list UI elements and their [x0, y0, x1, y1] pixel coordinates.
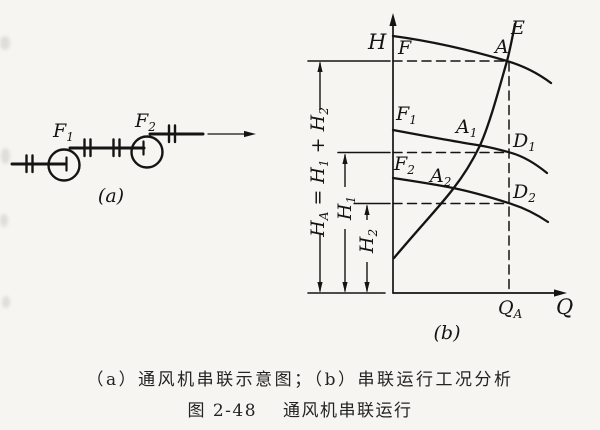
dim-arrow-icon	[364, 282, 370, 293]
dim-arrow-icon	[342, 153, 348, 164]
dim-arrow-icon	[317, 61, 323, 72]
point-d1-label: D1	[512, 130, 536, 154]
curve-combined	[391, 34, 553, 85]
qa-label: QA	[498, 297, 523, 321]
label-mask	[356, 220, 376, 262]
curve-system	[392, 22, 517, 260]
point-a2-label: A2	[428, 165, 451, 189]
flange-icon	[167, 124, 177, 144]
dim-arrow-icon	[317, 282, 323, 293]
y-axis-label: H	[367, 30, 387, 54]
x-axis-arrow-icon	[554, 289, 567, 297]
dim-arrow-icon	[342, 282, 348, 293]
flange-icon	[83, 138, 92, 158]
flange-icon	[112, 138, 121, 158]
curve-f2	[391, 176, 550, 224]
point-d2-label: D2	[512, 181, 536, 205]
point-a1-label: A1	[454, 116, 477, 140]
fan1-circle	[47, 148, 81, 182]
flow-arrowhead-icon	[244, 130, 256, 138]
curve-f1	[391, 128, 549, 175]
dim-h2-label: H2	[356, 229, 380, 254]
point-a-label: A	[493, 36, 509, 58]
fan2-circle	[130, 135, 164, 169]
figure-title: 通风机串联运行	[283, 401, 413, 421]
panel-a-label: (a)	[98, 185, 124, 207]
fan1-label: F1	[52, 120, 74, 144]
figure-number: 图 2-48	[187, 401, 258, 421]
panel-b-label: (b)	[434, 322, 461, 344]
curve-f1-label: F1	[395, 103, 417, 127]
flange-icon	[25, 154, 34, 174]
dim-arrow-icon	[364, 204, 370, 215]
curve-f-label: F	[397, 37, 412, 59]
caption-figure-title: 图 2-48 通风机串联运行	[0, 396, 600, 421]
y-axis-arrow-icon	[389, 13, 397, 26]
x-axis-label: Q	[556, 295, 573, 319]
performance-chart: HA = H1 + H2 H1 H2 H F F1	[307, 13, 573, 344]
fan-series-schematic: F1 F2 (a)	[10, 110, 256, 207]
curve-f2-label: F2	[393, 153, 415, 177]
fan2-label: F2	[134, 110, 156, 134]
caption-subtitles: （a）通风机串联示意图；（b）串联运行工况分析	[0, 365, 600, 390]
dim-h1-label: H1	[334, 196, 358, 221]
label-mask	[307, 110, 327, 234]
point-e-label: E	[510, 17, 525, 39]
label-mask	[334, 187, 354, 229]
figure-canvas: F1 F2 (a)	[10, 13, 573, 344]
dim-ha-label: HA = H1 + H2	[307, 107, 331, 238]
scan-artifact	[0, 36, 10, 50]
scan-artifact	[2, 296, 10, 308]
scan-artifact	[1, 148, 10, 164]
scan-artifact	[0, 214, 8, 227]
caption-line1: （a）通风机串联示意图；（b）串联运行工况分析	[86, 370, 514, 390]
